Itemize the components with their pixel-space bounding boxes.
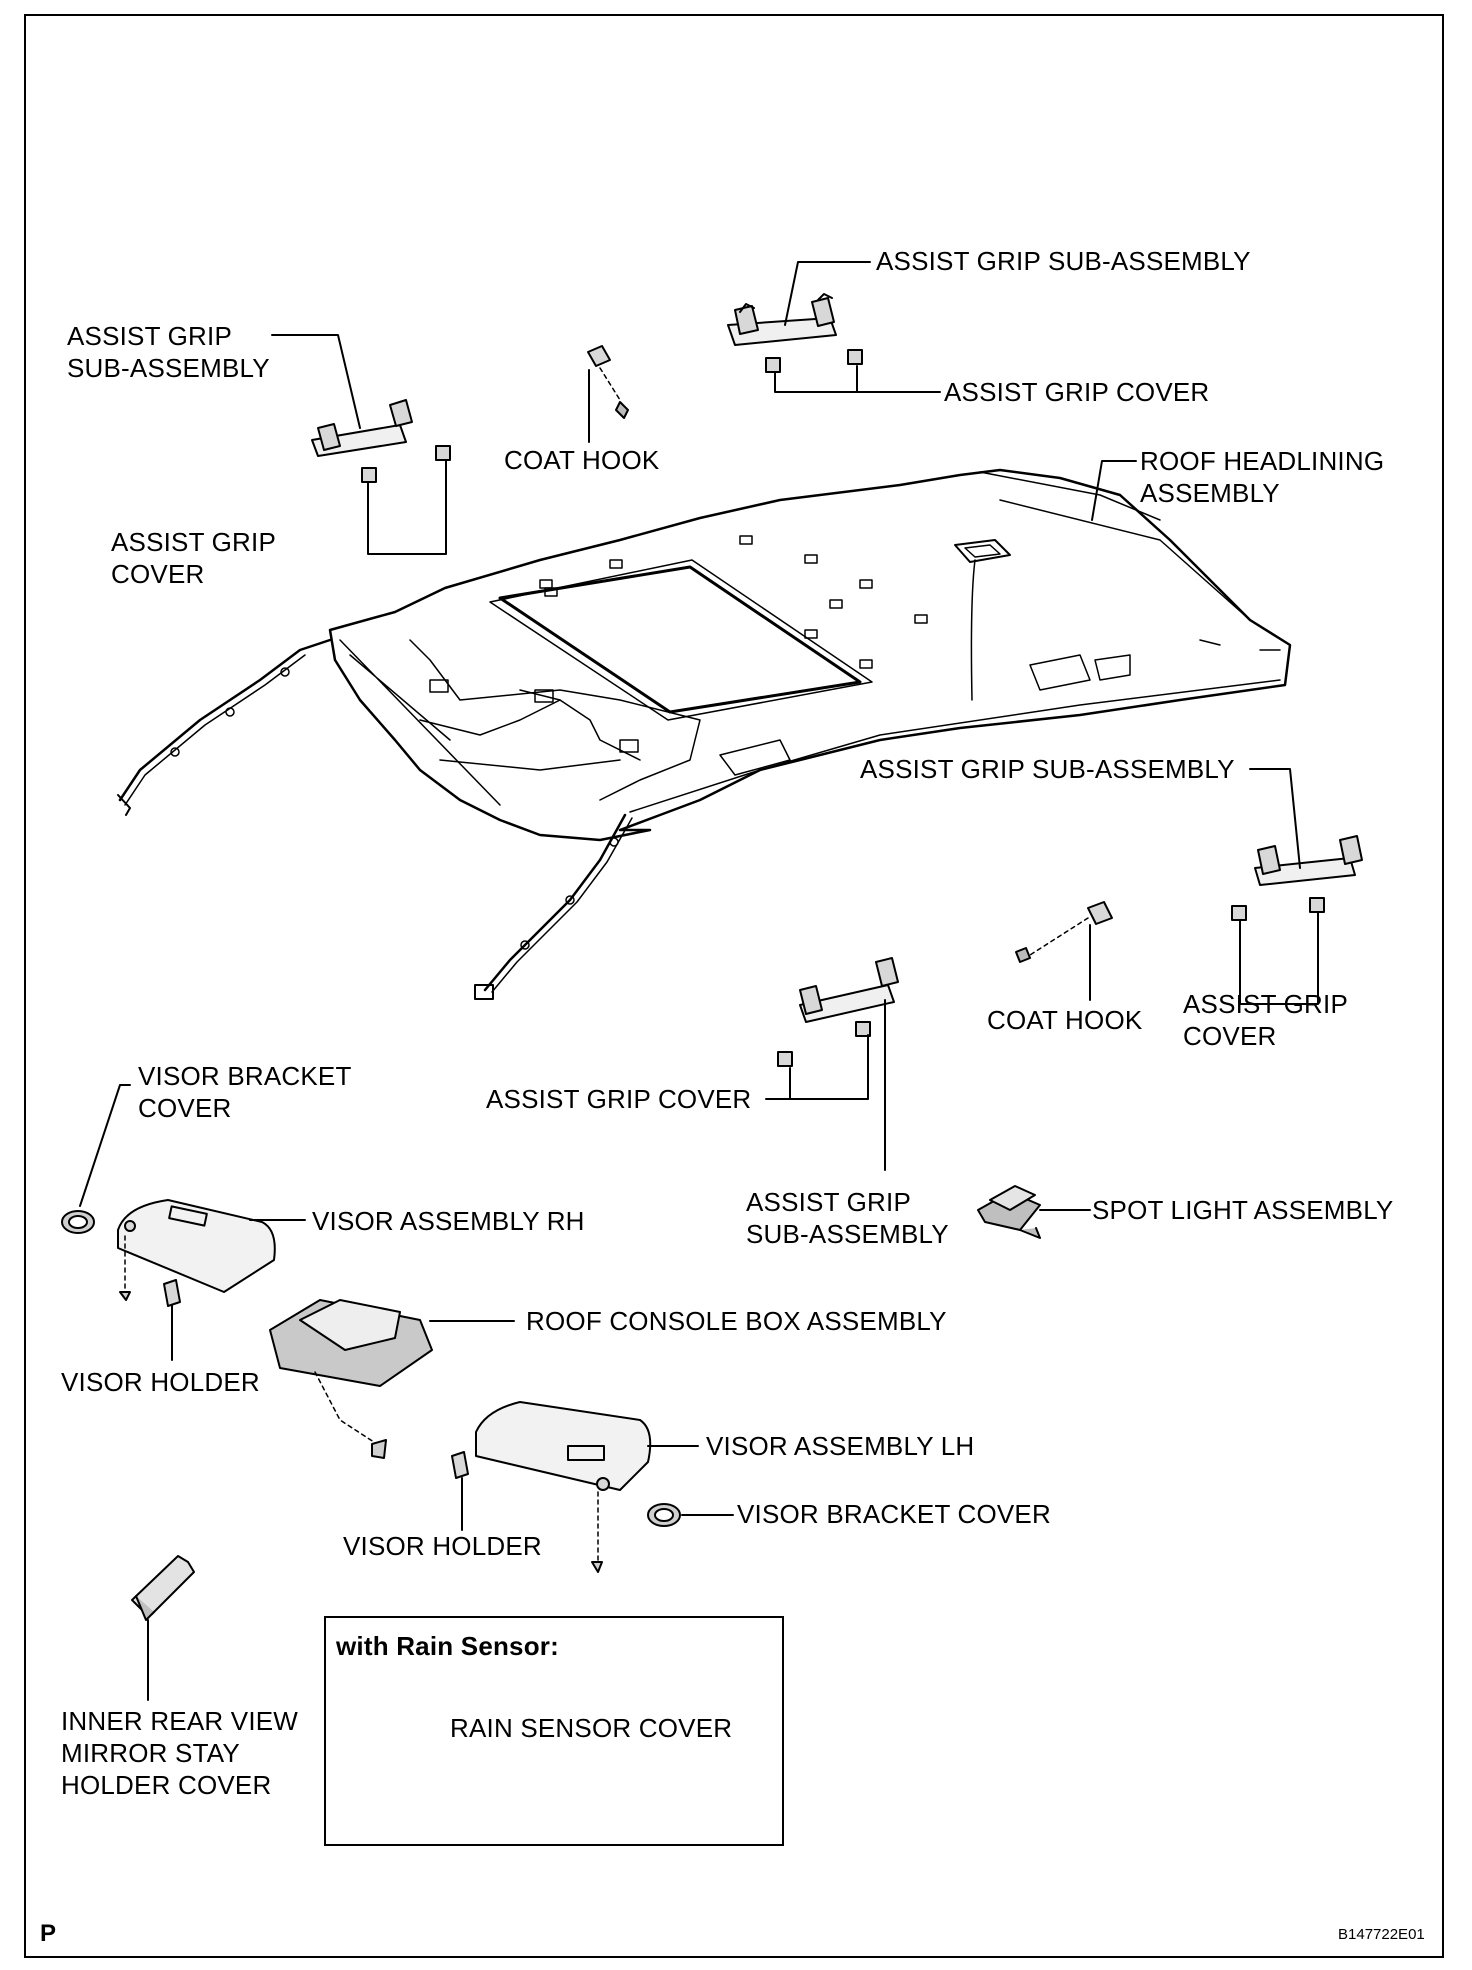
label-assist-grip-sub-assembly-right: ASSIST GRIP SUB-ASSEMBLY — [860, 754, 1235, 784]
page-letter: P — [40, 1920, 57, 1947]
label-spot-light-assembly: SPOT LIGHT ASSEMBLY — [1092, 1195, 1394, 1225]
assist-grip-drawing-mid — [777, 957, 899, 1067]
coat-hook-drawing-right — [1015, 901, 1113, 963]
rain-sensor-box-title: with Rain Sensor: — [336, 1631, 559, 1661]
roof-console-drawing — [269, 1299, 433, 1459]
label-inner-rear-view-mirror-stay-holder-cover: INNER REAR VIEW MIRROR STAY HOLDER COVER — [61, 1706, 299, 1800]
label-visor-bracket-cover-right: VISOR BRACKET COVER — [737, 1499, 1051, 1529]
leader-lines — [79, 261, 1319, 1729]
label-visor-holder-mid: VISOR HOLDER — [343, 1531, 542, 1561]
label-coat-hook-top: COAT HOOK — [504, 445, 660, 475]
label-assist-grip-cover-right: ASSIST GRIP COVER — [1183, 989, 1348, 1051]
visor-rh-drawing — [117, 1199, 276, 1307]
label-assist-grip-cover-left: ASSIST GRIP COVER — [111, 527, 276, 589]
visor-lh-drawing — [451, 1401, 681, 1573]
label-visor-assembly-rh: VISOR ASSEMBLY RH — [312, 1206, 585, 1236]
assist-grip-drawing-right — [1231, 835, 1363, 921]
rain-sensor-box: with Rain Sensor: — [324, 1616, 784, 1846]
label-assist-grip-sub-assembly-top: ASSIST GRIP SUB-ASSEMBLY — [876, 246, 1251, 276]
label-assist-grip-sub-assembly-left: ASSIST GRIP SUB-ASSEMBLY — [67, 321, 270, 383]
label-coat-hook-right: COAT HOOK — [987, 1005, 1143, 1035]
label-assist-grip-cover-mid: ASSIST GRIP COVER — [486, 1084, 752, 1114]
spot-light-drawing — [977, 1185, 1041, 1239]
label-assist-grip-sub-assembly-mid: ASSIST GRIP SUB-ASSEMBLY — [746, 1187, 949, 1249]
label-roof-headlining-assembly: ROOF HEADLINING ASSEMBLY — [1140, 446, 1385, 508]
label-visor-assembly-lh: VISOR ASSEMBLY LH — [706, 1431, 975, 1461]
assist-grip-drawing-left — [311, 399, 451, 483]
mirror-cover-drawing — [131, 1555, 195, 1621]
label-roof-console-box-assembly: ROOF CONSOLE BOX ASSEMBLY — [526, 1306, 947, 1336]
roof-headlining-drawing — [117, 468, 1292, 1000]
label-assist-grip-cover-top: ASSIST GRIP COVER — [944, 377, 1210, 407]
figure-code: B147722E01 — [1338, 1926, 1425, 1943]
label-visor-holder-left: VISOR HOLDER — [61, 1367, 260, 1397]
assist-grip-drawing-top — [727, 293, 863, 373]
label-visor-bracket-cover-left: VISOR BRACKET COVER — [138, 1061, 352, 1123]
visor-bracket-cover-drawing-left — [61, 1210, 95, 1234]
coat-hook-drawing-top — [587, 345, 629, 419]
label-rain-sensor-cover: RAIN SENSOR COVER — [450, 1713, 733, 1743]
